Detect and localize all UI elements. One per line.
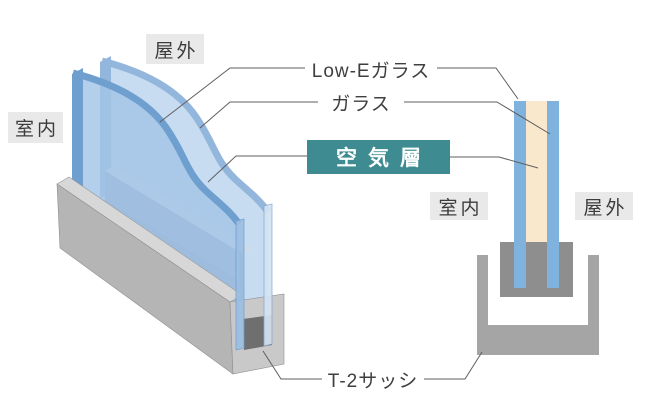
right-cross-section-view — [477, 101, 599, 355]
cross-section-glazing-bead — [500, 242, 573, 297]
cross-section-glass-outdoor — [547, 101, 559, 288]
leader-lowe-right — [437, 67, 519, 100]
glass-edges-in-channel — [235, 203, 273, 351]
air-layer-badge: 空気層 — [307, 140, 450, 174]
cross-section-air-layer — [526, 101, 547, 242]
leader-sash-right — [424, 351, 483, 380]
cross-section-sash-frame — [477, 255, 599, 355]
glass-callout: ガラス — [331, 93, 391, 115]
low-e-glass-callout: Low-Eガラス — [311, 60, 431, 82]
leader-lines — [159, 67, 551, 380]
leader-air-right — [450, 156, 539, 169]
left-3d-view — [56, 56, 285, 375]
leader-air-left — [207, 155, 307, 183]
leader-glass-right — [404, 101, 551, 135]
leader-glass-left — [199, 101, 318, 129]
indoor-label-3d: 室内 — [8, 112, 63, 143]
cross-section-glass-indoor — [514, 101, 526, 288]
outdoor-label-cross-section: 屋外 — [575, 192, 633, 220]
leader-lowe-left — [159, 67, 305, 123]
sash-callout: T-2サッシ — [327, 371, 419, 392]
leader-sash-left — [262, 350, 322, 380]
indoor-label-cross-section: 室内 — [430, 192, 488, 220]
outdoor-label-3d: 屋外 — [146, 34, 204, 64]
